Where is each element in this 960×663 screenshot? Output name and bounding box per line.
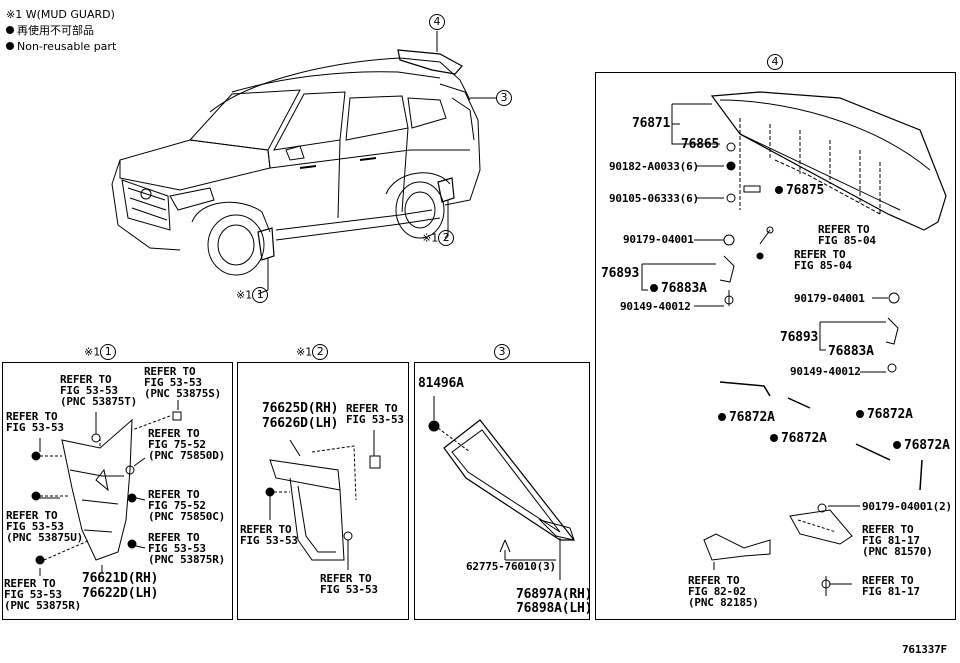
p3-part-76897a-rh: 76897A(RH) xyxy=(516,587,593,602)
p4-refer-85-04-a: REFER TO FIG 85-04 xyxy=(818,223,876,247)
panel-4-header: 4 xyxy=(767,54,783,70)
p1-part-76621d-rh: 76621D(RH) xyxy=(82,571,159,586)
p4-refer-85-04-b: REFER TO FIG 85-04 xyxy=(794,248,852,272)
bullet-icon xyxy=(6,26,14,34)
panel-3-header: 3 xyxy=(494,344,510,360)
callout-3-rear: 3 xyxy=(496,90,512,106)
p4-refer-82185: REFER TO FIG 82-02 (PNC 82185) xyxy=(688,574,759,609)
p3-part-76898a-lh: 76898A(LH) xyxy=(516,601,593,616)
non-reusable-icon xyxy=(775,186,783,194)
p1-refer-53-53: REFER TO FIG 53-53 xyxy=(6,410,64,434)
vehicle-illustration xyxy=(111,31,496,295)
p4-part-76893-b: 76893 xyxy=(780,330,819,345)
callout-4-top: 4 xyxy=(429,14,445,30)
panel-4-spoiler-artwork xyxy=(641,91,947,596)
legend-non-reusable-jp: 再使用不可部品 xyxy=(6,24,94,38)
panel-2-box xyxy=(237,362,409,620)
p1-part-76622d-lh: 76622D(LH) xyxy=(82,586,159,601)
panel-3-quarter-garnish-artwork xyxy=(428,396,576,580)
p4-part-76872a-2: 76872A xyxy=(770,432,827,445)
p2-refer-top: REFER TO FIG 53-53 xyxy=(346,402,404,426)
p2-refer-left: REFER TO FIG 53-53 xyxy=(240,523,298,547)
figure-code: 761337F xyxy=(902,643,947,656)
panel-2-mud-guard-rear-artwork xyxy=(265,430,381,570)
p1-refer-53875r-right: REFER TO FIG 53-53 (PNC 53875R) xyxy=(148,531,226,566)
p1-refer-75850d: REFER TO FIG 75-52 (PNC 75850D) xyxy=(148,427,226,462)
legend-non-reusable-en: Non-reusable part xyxy=(6,40,116,54)
p2-part-76626d-lh: 76626D(LH) xyxy=(262,416,339,431)
non-reusable-icon xyxy=(650,284,658,292)
p1-refer-75850c: REFER TO FIG 75-52 (PNC 75850C) xyxy=(148,488,226,523)
p3-part-62775: 62775-76010(3) xyxy=(466,560,556,573)
legend-text-jp: 再使用不可部品 xyxy=(17,24,94,37)
p4-part-76883a-2: 76883A xyxy=(828,344,874,359)
p4-part-90179-b: 90179-04001 xyxy=(794,292,865,305)
p4-refer-81570: REFER TO FIG 81-17 (PNC 81570) xyxy=(862,523,933,558)
p1-refer-53875s: REFER TO FIG 53-53 (PNC 53875S) xyxy=(144,365,222,400)
p4-part-90105: 90105-06333(6) xyxy=(609,192,699,205)
p4-part-90149-a: 90149-40012 xyxy=(620,300,691,313)
panel-3-box xyxy=(414,362,590,620)
p2-part-76625d-rh: 76625D(RH) xyxy=(262,401,339,416)
panel-4-box xyxy=(595,72,956,620)
p4-part-76883a-1: 76883A xyxy=(650,282,707,295)
p4-part-90179-c: 90179-04001(2) xyxy=(862,500,952,513)
panel-1-box xyxy=(2,362,233,620)
non-reusable-icon xyxy=(856,410,864,418)
p4-part-76872a-4: 76872A xyxy=(893,439,950,452)
p3-clip-81496a: 81496A xyxy=(418,376,464,391)
p2-refer-bottom: REFER TO FIG 53-53 xyxy=(320,572,378,596)
p4-part-76872a-3: 76872A xyxy=(856,408,913,421)
p1-refer-53875t: REFER TO FIG 53-53 (PNC 53875T) xyxy=(60,373,138,408)
p4-part-90179-a: 90179-04001 xyxy=(623,233,694,246)
non-reusable-icon xyxy=(893,441,901,449)
p4-part-90182: 90182-A0033(6) xyxy=(609,160,699,173)
legend-note-w-mud-guard: ※1 W(MUD GUARD) xyxy=(6,8,115,21)
p4-part-90149-b: 90149-40012 xyxy=(790,365,861,378)
p4-part-76865: 76865 xyxy=(681,137,720,152)
panel-1-mud-guard-front-artwork xyxy=(31,400,182,576)
p1-refer-53875r-left: REFER TO FIG 53-53 (PNC 53875R) xyxy=(4,577,82,612)
p4-part-76893-a: 76893 xyxy=(601,266,640,281)
non-reusable-icon xyxy=(770,434,778,442)
p1-refer-53875u: REFER TO FIG 53-53 (PNC 53875U) xyxy=(6,509,84,544)
legend-text-en: Non-reusable part xyxy=(17,40,117,53)
p4-refer-81-17: REFER TO FIG 81-17 xyxy=(862,574,920,598)
p4-part-76871: 76871 xyxy=(632,116,671,131)
bullet-icon xyxy=(6,42,14,50)
p4-part-76875: 76875 xyxy=(775,184,824,197)
non-reusable-icon xyxy=(718,413,726,421)
p4-part-76872a-1: 76872A xyxy=(718,411,775,424)
